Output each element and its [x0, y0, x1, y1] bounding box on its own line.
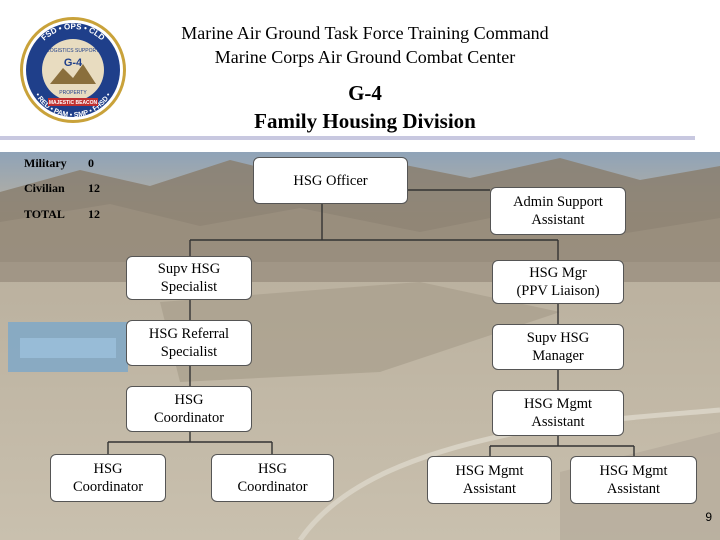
box-label-line2: Specialist [160, 279, 218, 295]
box-label-line2: Assistant [531, 414, 585, 430]
box-label-line1: HSG [93, 461, 123, 477]
stat-military: Military 0 [24, 156, 94, 171]
box-label-line2: Assistant [606, 481, 661, 497]
box-supv-hsg-specialist: Supv HSG Specialist [126, 256, 252, 300]
box-label: HSG Officer [293, 172, 368, 189]
box-label-line1: HSG Mgmt [599, 463, 668, 479]
box-hsg-referral-specialist: HSG Referral Specialist [126, 320, 252, 366]
stat-value: 12 [88, 207, 100, 221]
box-label-line1: HSG [257, 461, 287, 477]
stat-label: Civilian [24, 181, 65, 195]
page-number: 9 [705, 510, 712, 524]
box-label-line2: Coordinator [72, 479, 144, 495]
stat-value: 0 [88, 156, 94, 170]
box-label-line1: Supv HSG [526, 330, 590, 346]
stat-value: 12 [88, 181, 100, 195]
box-label-line2: (PPV Liaison) [516, 283, 600, 299]
box-hsg-mgmt-assistant-b: HSG Mgmt Assistant [570, 456, 697, 504]
seal-center-text: G-4 [64, 57, 83, 69]
box-label-line1: HSG Mgmt [523, 396, 593, 412]
box-label-line2: Assistant [531, 212, 585, 228]
stat-label: Military [24, 156, 67, 170]
division-name: Family Housing Division [254, 109, 476, 133]
base-title: Marine Corps Air Ground Combat Center [214, 47, 516, 67]
division-code: G-4 [348, 81, 382, 105]
box-hsg-mgr-ppv-liaison: HSG Mgr (PPV Liaison) [492, 260, 624, 304]
box-label-line1: Supv HSG [157, 261, 221, 277]
command-seal-logo: FSD • OPS • CLD • RED • PAM • SMP • FHSD… [20, 17, 126, 123]
box-label-line2: Manager [532, 348, 584, 364]
box-hsg-officer: HSG Officer [253, 157, 408, 204]
box-label-line2: Coordinator [237, 479, 308, 495]
stat-total: TOTAL 12 [24, 207, 100, 222]
box-label-line2: Assistant [462, 481, 517, 497]
box-supv-hsg-manager: Supv HSG Manager [492, 324, 624, 370]
box-label-line1: Admin Support [513, 194, 603, 210]
box-label-line1: HSG Referral [148, 326, 230, 342]
box-label-line1: HSG Mgr [529, 265, 587, 281]
box-admin-support-assistant: Admin Support Assistant [490, 187, 626, 235]
seal-inner-bottom: PROPERTY [59, 90, 87, 96]
box-label-line2: Specialist [160, 344, 218, 360]
seal-inner-top: LOGISTICS SUPPORT [47, 48, 99, 54]
stat-label: TOTAL [24, 207, 65, 221]
box-label-line1: HSG Mgmt [455, 463, 524, 479]
box-label-line2: Coordinator [153, 410, 225, 426]
box-hsg-coordinator-main: HSG Coordinator [126, 386, 252, 432]
box-label-line1: HSG [174, 392, 204, 408]
seal-ribbon-text: MAJESTIC BEACON [49, 100, 98, 106]
box-hsg-mgmt-assistant-main: HSG Mgmt Assistant [492, 390, 624, 436]
box-hsg-coordinator-a: HSG Coordinator [50, 454, 166, 502]
box-hsg-mgmt-assistant-a: HSG Mgmt Assistant [427, 456, 552, 504]
header-rule [0, 136, 695, 140]
stat-civilian: Civilian 12 [24, 181, 100, 196]
command-title: Marine Air Ground Task Force Training Co… [181, 23, 549, 43]
box-hsg-coordinator-b: HSG Coordinator [211, 454, 334, 502]
